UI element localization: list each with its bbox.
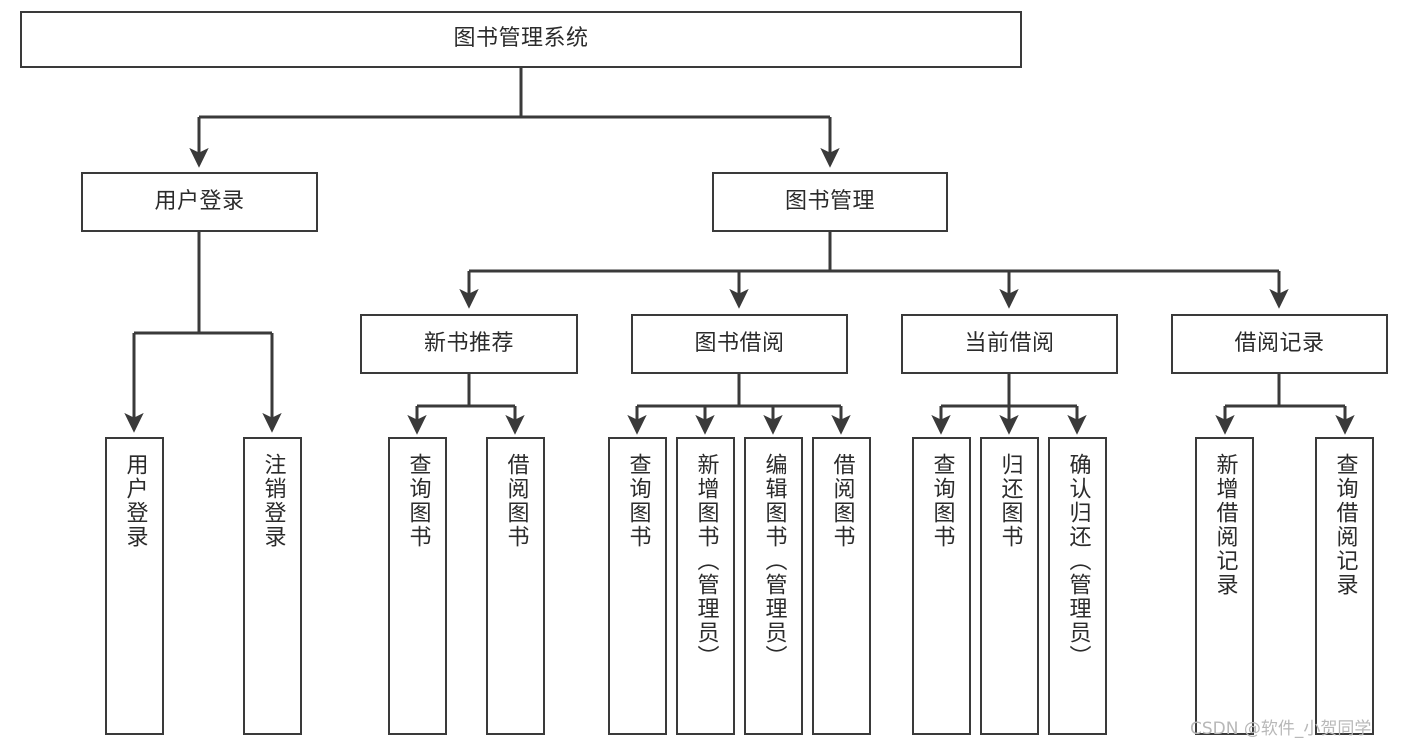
node-label: 借阅图书 — [503, 453, 529, 549]
node-label: 图书管理系统 — [453, 26, 589, 52]
node-label: 当前借阅 — [964, 330, 1055, 356]
node-label: 用户登录 — [122, 453, 148, 549]
leaf-query-book-from-borrowing[interactable]: 查询图书 — [608, 437, 667, 735]
node-label: 新增借阅记录 — [1212, 453, 1238, 597]
leaf-add-book-admin[interactable]: 新增图书（管理员） — [676, 437, 735, 735]
node-label: 查询图书 — [625, 453, 651, 549]
node-label: 确认归还（管理员） — [1065, 453, 1091, 669]
node-label: 归还图书 — [997, 453, 1023, 549]
leaf-borrow-book-from-borrowing[interactable]: 借阅图书 — [812, 437, 871, 735]
leaf-add-borrowing-record[interactable]: 新增借阅记录 — [1195, 437, 1254, 735]
node-label: 查询图书 — [929, 453, 955, 549]
node-label: 新书推荐 — [423, 330, 514, 356]
node-label: 新增图书（管理员） — [693, 453, 719, 669]
leaf-query-borrowing-record[interactable]: 查询借阅记录 — [1315, 437, 1374, 735]
leaf-edit-book-admin[interactable]: 编辑图书（管理员） — [744, 437, 803, 735]
node-user-login[interactable]: 用户登录 — [81, 172, 318, 232]
leaf-borrow-book-from-recommendation[interactable]: 借阅图书 — [486, 437, 545, 735]
node-borrowing-record[interactable]: 借阅记录 — [1171, 314, 1388, 374]
node-root-book-management-system[interactable]: 图书管理系统 — [20, 11, 1022, 68]
csdn-watermark: CSDN @软件_小贺同学 — [1190, 719, 1372, 739]
leaf-confirm-return-admin[interactable]: 确认归还（管理员） — [1048, 437, 1107, 735]
leaf-user-login[interactable]: 用户登录 — [105, 437, 164, 735]
node-label: 查询图书 — [405, 453, 431, 549]
node-new-book-recommendation[interactable]: 新书推荐 — [360, 314, 578, 374]
leaf-return-book[interactable]: 归还图书 — [980, 437, 1039, 735]
node-label: 注销登录 — [260, 453, 286, 549]
leaf-user-logout[interactable]: 注销登录 — [243, 437, 302, 735]
node-book-management[interactable]: 图书管理 — [712, 172, 948, 232]
node-label: 用户登录 — [154, 188, 245, 214]
node-label: 图书借阅 — [694, 330, 785, 356]
node-label: 图书管理 — [784, 188, 875, 214]
leaf-query-book-from-recommendation[interactable]: 查询图书 — [388, 437, 447, 735]
node-book-borrowing[interactable]: 图书借阅 — [631, 314, 848, 374]
node-label: 编辑图书（管理员） — [761, 453, 787, 669]
node-label: 查询借阅记录 — [1332, 453, 1358, 597]
leaf-query-book-from-current[interactable]: 查询图书 — [912, 437, 971, 735]
node-label: 借阅图书 — [829, 453, 855, 549]
node-label: 借阅记录 — [1234, 330, 1325, 356]
node-current-borrowing[interactable]: 当前借阅 — [901, 314, 1118, 374]
